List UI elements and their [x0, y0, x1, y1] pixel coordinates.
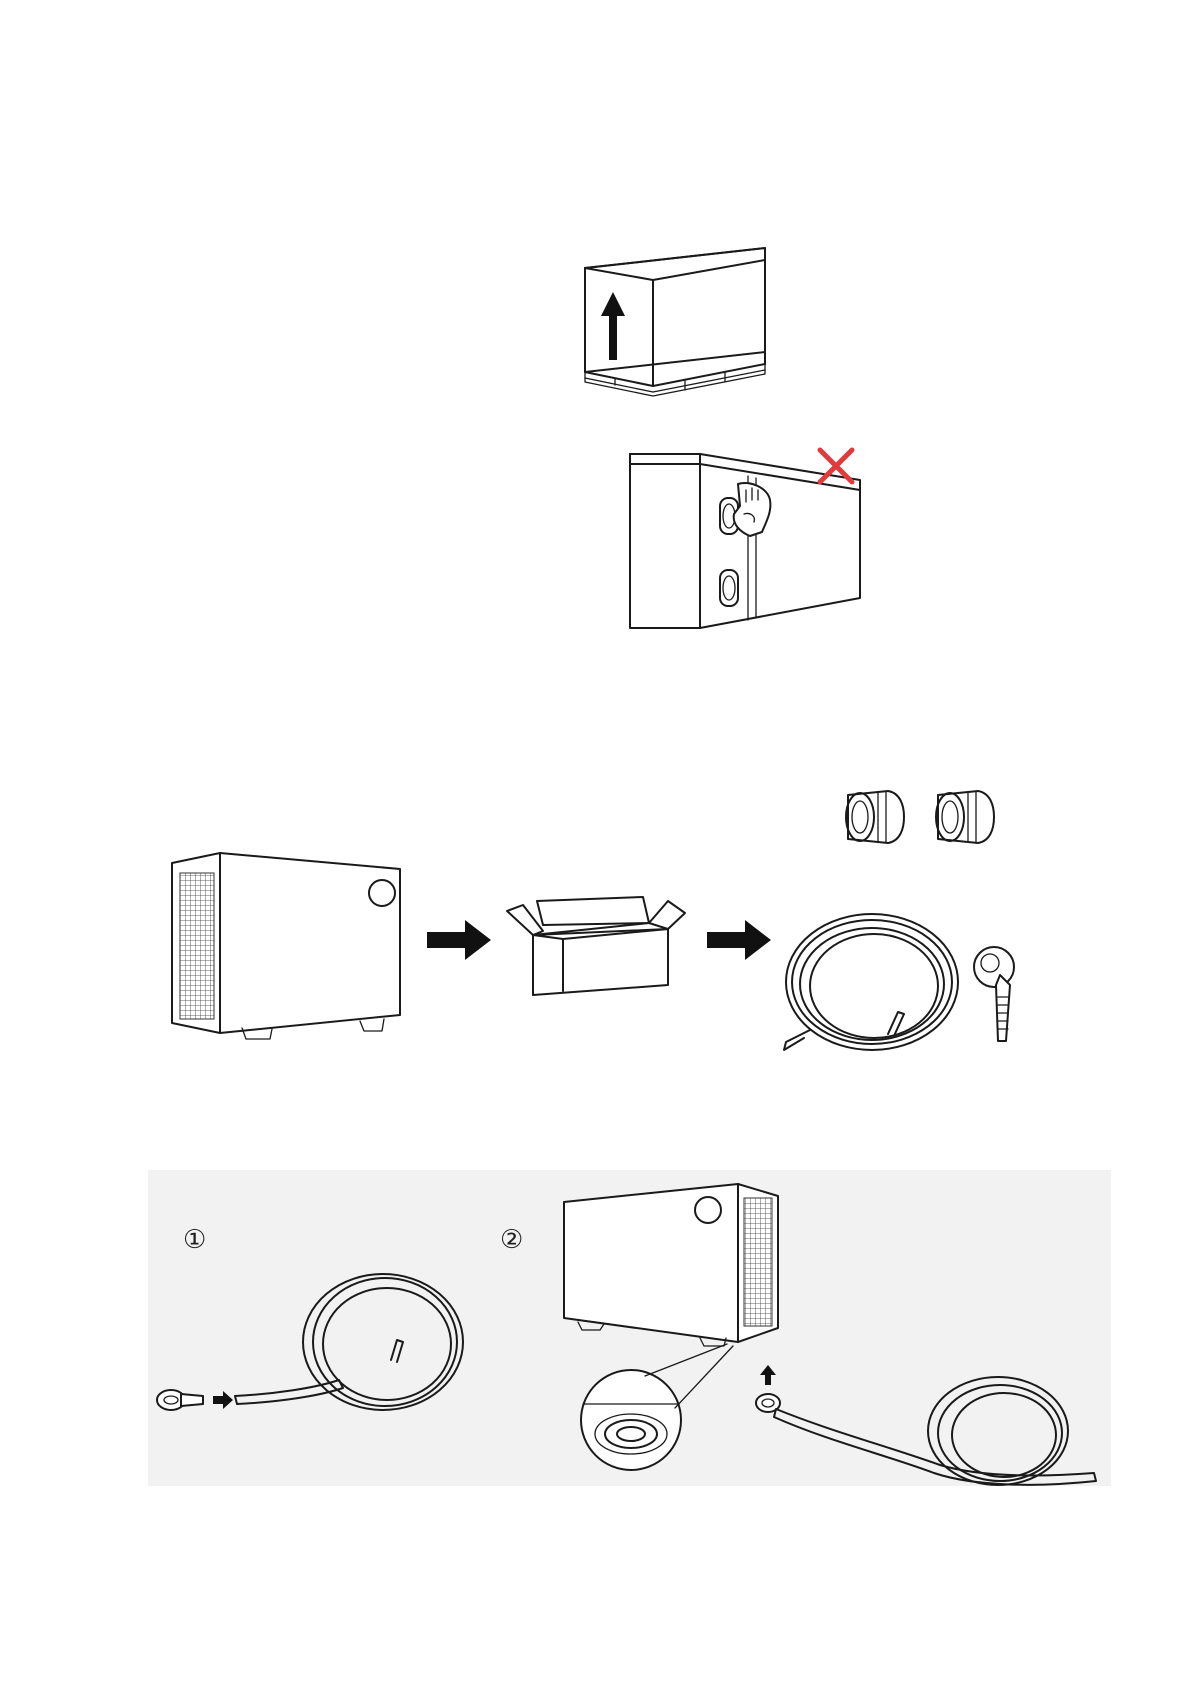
pipe-connector-lower	[720, 570, 738, 606]
up-arrow-icon	[760, 1365, 776, 1385]
right-arrow-icon	[705, 918, 773, 962]
step-2-label: ②	[500, 1225, 523, 1255]
step-2-unit-illustration	[560, 1178, 800, 1348]
drain-nozzle-icon	[970, 945, 1030, 1045]
step-2-hose-illustration	[750, 1355, 1105, 1495]
drain-hole-magnifier	[575, 1340, 775, 1480]
wrong-lifting-illustration	[620, 440, 870, 635]
packaged-unit-illustration	[575, 240, 775, 420]
right-arrow-icon	[425, 918, 493, 962]
step-1-label: ①	[183, 1225, 206, 1255]
step-1-hose-illustration	[155, 1270, 465, 1430]
heat-pump-unit-illustration	[160, 845, 420, 1040]
drain-nozzle-icon	[157, 1390, 203, 1410]
open-box-icon	[503, 895, 688, 1005]
pipe-connector-icon	[928, 785, 1003, 850]
right-arrow-icon	[213, 1391, 233, 1409]
pipe-connector-icon	[838, 785, 913, 850]
drain-hose-icon	[780, 910, 960, 1060]
